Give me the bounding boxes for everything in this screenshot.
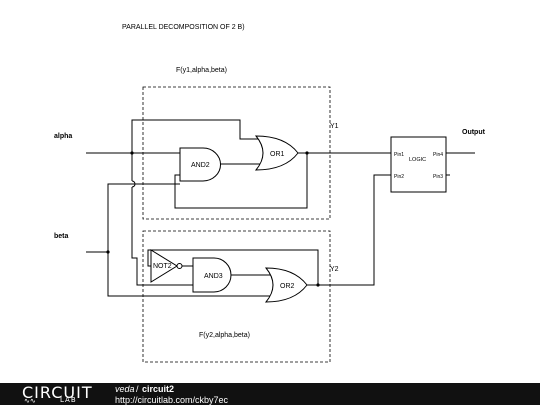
and3-gate[interactable]: AND3 — [192, 257, 232, 293]
logic-pin1: Pin1 — [394, 152, 404, 158]
not2-label: NOT2 — [153, 263, 172, 270]
top-block-label: F(y1,alpha,beta) — [176, 67, 227, 74]
logic-pin4: Pin4 — [433, 152, 443, 158]
or2-gate[interactable]: OR2 — [264, 267, 308, 303]
net-label-y1: Y1 — [330, 123, 339, 130]
logic-block-name: LOGIC — [409, 157, 426, 163]
circuitlab-logo-bottom: LAB — [60, 396, 77, 404]
or1-label: OR1 — [270, 151, 285, 158]
output-label: Output — [462, 129, 486, 136]
net-label-y2: Y2 — [330, 266, 339, 273]
circuitlab-footer: CIRCUIT ∿∿ LAB veda / circuit2 http://ci… — [0, 383, 540, 405]
path-separator: / — [136, 384, 139, 394]
logic-pin3: Pin3 — [433, 174, 443, 180]
logic-block[interactable]: LOGIC Pin1 Pin2 Pin4 Pin3 — [390, 136, 447, 193]
resistor-icon: ∿∿ — [24, 397, 36, 405]
beta-wires — [86, 183, 272, 297]
not2-gate[interactable]: NOT2 — [150, 249, 183, 283]
diagram-title: PARALLEL DECOMPOSITION OF 2 B) — [122, 24, 245, 31]
wire-y2-feedback — [147, 249, 319, 285]
logic-pin2: Pin2 — [394, 174, 404, 180]
wire-y1-feedback — [174, 153, 308, 209]
circuit-url[interactable]: http://circuitlab.com/ckby7ec — [115, 395, 229, 405]
circuitlab-logo-top: CIRCUIT — [22, 383, 93, 402]
author-name[interactable]: veda — [115, 384, 135, 394]
beta-input-label: beta — [54, 233, 69, 240]
or1-gate[interactable]: OR1 — [254, 135, 299, 171]
circuit-name[interactable]: circuit2 — [142, 384, 175, 394]
and2-gate[interactable]: AND2 — [179, 147, 222, 182]
alpha-wires — [86, 119, 262, 286]
wire-y2 — [307, 174, 391, 286]
and2-label: AND2 — [191, 162, 210, 169]
or2-label: OR2 — [280, 283, 295, 290]
and3-label: AND3 — [204, 273, 223, 280]
bottom-block-label: F(y2,alpha,beta) — [199, 332, 250, 339]
alpha-input-label: alpha — [54, 133, 72, 140]
